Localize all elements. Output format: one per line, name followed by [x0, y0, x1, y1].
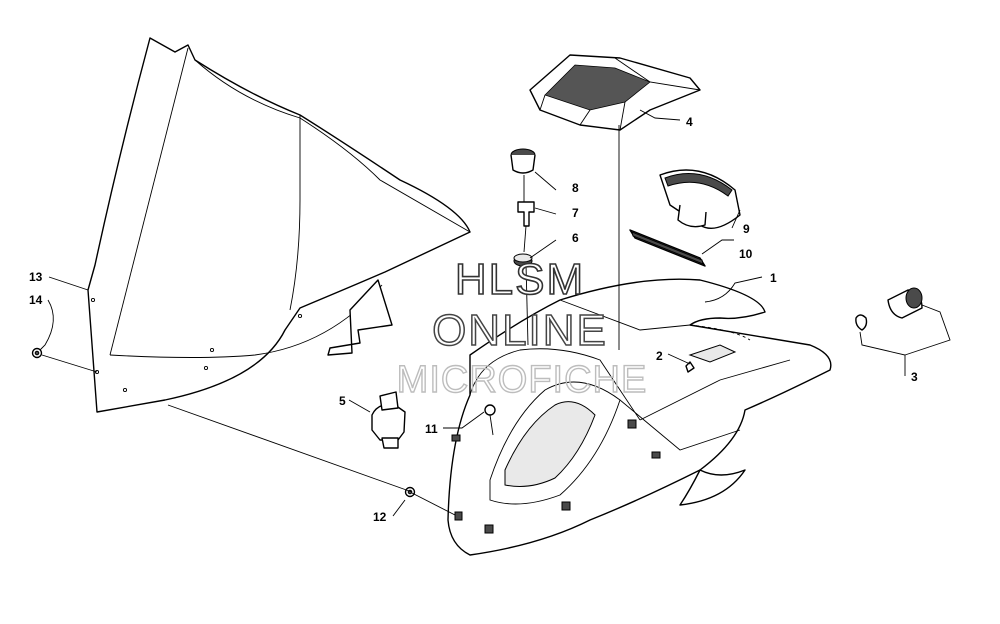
callout-10[interactable]: 10 — [739, 247, 753, 261]
seal-strip[interactable] — [629, 229, 706, 267]
nut[interactable] — [31, 347, 43, 359]
callout-11[interactable]: 11 — [425, 422, 438, 436]
callout-13[interactable]: 13 — [29, 270, 43, 284]
callout-8[interactable]: 8 — [572, 181, 579, 195]
mount-hole — [203, 365, 209, 371]
callout-6[interactable]: 6 — [572, 231, 579, 245]
mount-hole — [94, 369, 100, 375]
callout-9[interactable]: 9 — [743, 222, 750, 236]
screw[interactable] — [484, 404, 496, 436]
watermark-line-2: ONLINE — [432, 306, 608, 355]
callout-3[interactable]: 3 — [911, 370, 918, 384]
hood-fairing[interactable] — [447, 278, 832, 556]
gauge-cap[interactable] — [659, 169, 741, 229]
accessory-outlet[interactable] — [855, 287, 923, 331]
mount-hole — [90, 297, 96, 303]
watermark-line-1: HLSM — [455, 255, 585, 304]
callouts: 1 2 3 4 5 6 7 8 9 10 11 12 13 14 — [29, 115, 918, 524]
vent — [651, 451, 661, 459]
callout-14[interactable]: 14 — [29, 293, 43, 307]
light-plug[interactable] — [371, 391, 406, 449]
callout-12[interactable]: 12 — [373, 510, 387, 524]
callout-1[interactable]: 1 — [770, 271, 777, 285]
watermark-line-3: MICROFICHE — [397, 359, 648, 401]
windshield[interactable] — [87, 37, 471, 413]
watermark: HLSM ONLINE MICROFICHE — [396, 254, 648, 402]
mount-hole — [122, 387, 128, 393]
ignition-switch[interactable] — [513, 253, 533, 267]
screw[interactable] — [685, 361, 695, 373]
ignition-key[interactable] — [517, 201, 535, 227]
vent — [484, 524, 494, 534]
ignition-cap[interactable] — [510, 148, 536, 174]
vent — [627, 419, 637, 429]
leader-lines — [39, 109, 951, 517]
mount-hole — [209, 347, 215, 353]
storage-net-tray[interactable] — [529, 54, 701, 131]
callout-4[interactable]: 4 — [686, 115, 693, 129]
vent — [451, 434, 461, 442]
callout-7[interactable]: 7 — [572, 206, 579, 220]
vent — [561, 501, 571, 511]
callout-5[interactable]: 5 — [339, 394, 346, 408]
nut[interactable] — [404, 486, 416, 498]
mount-hole — [297, 313, 303, 319]
vent — [454, 511, 463, 521]
callout-2[interactable]: 2 — [656, 349, 663, 363]
